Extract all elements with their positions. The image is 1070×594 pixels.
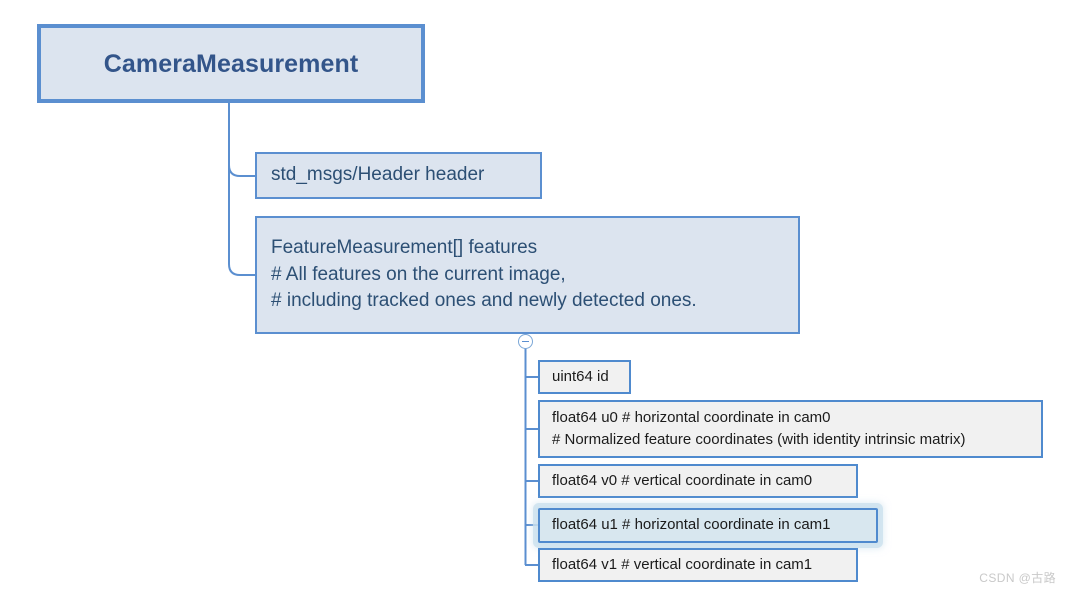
field-node-v1-text: float64 v1 # vertical coordinate in cam1 [552,555,813,573]
field-node-u1-text: float64 u1 # horizontal coordinate in ca… [552,516,831,534]
field-node-u0-text: float64 u0 # horizontal coordinate in ca… [552,408,966,449]
field-node-header-text: std_msgs/Header header [271,164,485,186]
connector-root-trunk [228,103,255,177]
field-node-v0[interactable]: float64 v0 # vertical coordinate in cam0 [538,464,858,498]
root-node-label: CameraMeasurement [103,49,359,78]
field-node-v1[interactable]: float64 v1 # vertical coordinate in cam1 [538,548,858,582]
field-node-id-text: uint64 id [552,367,609,385]
field-node-header[interactable]: std_msgs/Header header [255,152,542,199]
watermark-label: CSDN @古路 [979,571,1056,585]
field-node-features-text: FeatureMeasurement[] features # All feat… [271,236,697,312]
connector-root-to-features [228,103,255,276]
field-node-id[interactable]: uint64 id [538,360,631,394]
field-node-u1-selected[interactable]: float64 u1 # horizontal coordinate in ca… [538,508,878,543]
field-node-features[interactable]: FeatureMeasurement[] features # All feat… [255,216,800,334]
field-node-v0-text: float64 v0 # vertical coordinate in cam0 [552,471,813,489]
collapse-toggle-features[interactable] [518,334,533,349]
root-node-camera-measurement[interactable]: CameraMeasurement [37,24,425,103]
field-node-u0[interactable]: float64 u0 # horizontal coordinate in ca… [538,400,1043,458]
minus-icon [522,341,529,342]
